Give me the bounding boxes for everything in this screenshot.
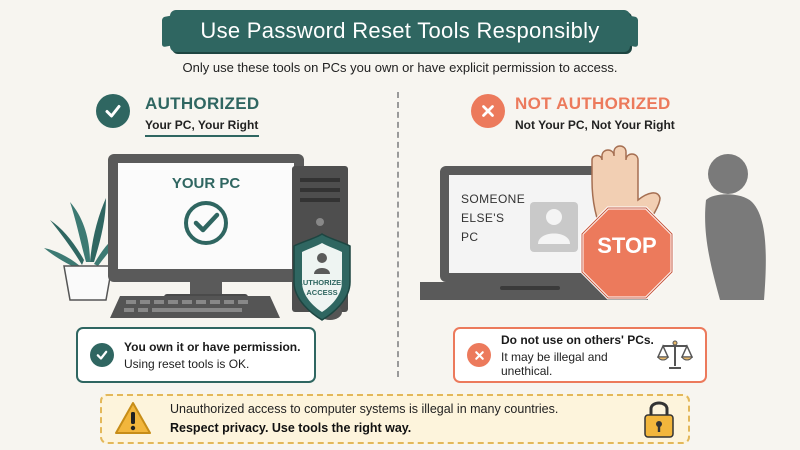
x-circle-icon bbox=[467, 343, 491, 367]
page-title: Use Password Reset Tools Responsibly bbox=[200, 18, 600, 43]
someone-else-pc-screen-text: SOMEONE ELSE'S PC bbox=[461, 190, 525, 247]
check-circle-icon bbox=[90, 343, 114, 367]
not-authorized-box-title: Do not use on others' PCs. bbox=[501, 332, 654, 347]
authorized-box-title: You own it or have permission. bbox=[124, 339, 301, 354]
authorized-box-text: Using reset tools is OK. bbox=[124, 356, 250, 371]
person-silhouette-icon bbox=[705, 154, 766, 300]
not-authorized-heading: NOT AUTHORIZED bbox=[515, 94, 671, 113]
badge-text-2: ACCESS bbox=[306, 288, 338, 297]
warning-line-1: Unauthorized access to computer systems … bbox=[170, 402, 559, 416]
your-pc-screen-text: YOUR PC bbox=[171, 175, 241, 192]
authorized-info-box: You own it or have permission. Using res… bbox=[76, 327, 316, 383]
not-authorized-subheading: Not Your PC, Not Your Right bbox=[515, 118, 675, 132]
authorized-underline bbox=[145, 135, 259, 137]
subtitle: Only use these tools on PCs you own or h… bbox=[182, 60, 618, 75]
not-authorized-info-box: Do not use on others' PCs. It may be ill… bbox=[453, 327, 707, 383]
not-authorized-box-text: It may be illegal and unethical. bbox=[501, 349, 608, 378]
check-circle-icon bbox=[96, 94, 130, 128]
authorized-illustration bbox=[44, 154, 351, 321]
scales-of-justice-icon bbox=[657, 340, 693, 369]
legal-warning-box bbox=[100, 394, 690, 444]
title-banner: Use Password Reset Tools Responsibly bbox=[170, 10, 630, 52]
padlock-icon bbox=[644, 401, 674, 438]
warning-triangle-icon bbox=[115, 402, 151, 434]
badge-text-1: AUTHORIZED bbox=[297, 278, 347, 287]
authorized-heading: AUTHORIZED bbox=[145, 94, 260, 113]
screen-line-2: ELSE'S bbox=[461, 211, 505, 225]
screen-line-3: PC bbox=[461, 230, 479, 244]
not-authorized-illustration bbox=[420, 145, 766, 300]
warning-line-2: Respect privacy. Use tools the right way… bbox=[170, 421, 412, 435]
stop-sign-text: STOP bbox=[597, 233, 657, 258]
x-circle-icon bbox=[471, 94, 505, 128]
authorized-subheading: Your PC, Your Right bbox=[145, 118, 259, 132]
center-divider bbox=[397, 92, 399, 377]
authorized-access-badge: AUTHORIZED ACCESS bbox=[294, 278, 350, 298]
legal-warning-text: Unauthorized access to computer systems … bbox=[170, 402, 558, 435]
screen-line-1: SOMEONE bbox=[461, 192, 526, 206]
